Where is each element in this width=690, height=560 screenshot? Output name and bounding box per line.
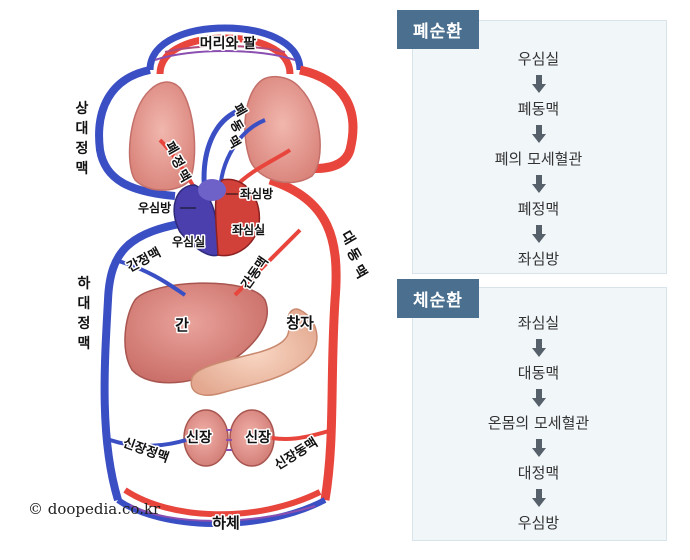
systemic-step-4: 대정맥	[517, 464, 560, 482]
systemic-flow: 좌심실 대동맥 온몸의 모세혈관 대정맥 우심방	[412, 313, 665, 533]
hepatic-artery-vessel	[233, 228, 302, 297]
down-arrow-icon	[412, 219, 665, 249]
systemic-title: 체순환	[397, 279, 479, 318]
down-arrow-icon	[412, 383, 665, 413]
pulmonary-step-3: 폐의 모세혈관	[494, 150, 583, 168]
svg-text:하: 하	[78, 275, 91, 292]
label-intestine: 창자	[286, 314, 314, 332]
label-renal-vein: 신장정맥	[121, 435, 171, 466]
circulatory-system-illustration: 머리와 팔 상 대 정 맥 폐 동 맥 폐 정 맥 좌심방 우심방 좌심실 우심…	[74, 24, 372, 534]
inferior-vena-cava	[100, 218, 191, 502]
superior-vena-cava	[95, 66, 176, 200]
down-arrow-icon	[412, 119, 665, 149]
label-inferior-vena-cava: 하 대 정 맥	[76, 274, 92, 354]
intestine	[190, 308, 318, 396]
label-right-atrium: 우심방	[138, 200, 171, 215]
svg-text:맥: 맥	[78, 335, 91, 352]
svg-text:맥: 맥	[349, 262, 370, 282]
pulmonary-step-1: 우심실	[517, 50, 560, 68]
heart	[173, 178, 261, 257]
pulmonary-step-5: 좌심방	[517, 250, 560, 268]
svg-text:동: 동	[343, 245, 363, 264]
label-lower-body: 하체	[212, 514, 240, 532]
down-arrow-icon	[412, 69, 665, 99]
svg-text:맥: 맥	[76, 160, 89, 177]
pulmonary-step-2: 폐동맥	[517, 100, 560, 118]
down-arrow-icon	[412, 433, 665, 463]
svg-text:대: 대	[337, 228, 357, 247]
renal-vein-vessel	[109, 438, 187, 448]
copyright-credit: © doopedia.co.kr	[28, 500, 161, 518]
down-arrow-icon	[412, 483, 665, 513]
systemic-step-1: 좌심실	[517, 314, 560, 332]
label-left-atrium: 좌심방	[240, 186, 273, 201]
descending-aorta	[268, 175, 341, 501]
pulmonary-flow: 우심실 폐동맥 폐의 모세혈관 폐정맥 좌심방	[412, 49, 665, 269]
down-arrow-icon	[412, 333, 665, 363]
svg-text:정: 정	[78, 315, 91, 332]
svg-text:상: 상	[76, 101, 89, 117]
label-kidney-right: 신장	[245, 429, 271, 446]
pulmonary-title: 폐순환	[397, 10, 479, 49]
svg-text:대: 대	[76, 121, 89, 137]
kidney-bridge-vessels	[226, 429, 232, 451]
label-aorta: 대 동 맥	[336, 227, 372, 283]
svg-text:정: 정	[76, 140, 89, 157]
systemic-step-2: 대동맥	[517, 364, 560, 382]
pulmonary-step-4: 폐정맥	[517, 200, 560, 218]
label-right-ventricle: 우심실	[172, 234, 205, 249]
hepatic-vein-vessel	[114, 258, 187, 297]
systemic-step-5: 우심방	[517, 514, 560, 532]
label-pulmonary-artery: 폐 동 맥	[222, 100, 250, 153]
label-liver: 간	[175, 316, 189, 334]
label-hepatic-artery: 간동맥	[238, 254, 272, 293]
down-arrow-icon	[412, 169, 665, 199]
label-superior-vena-cava: 상 대 정 맥	[74, 100, 90, 179]
label-head-arms: 머리와 팔	[200, 35, 257, 52]
renal-artery-vessel	[271, 428, 333, 441]
lower-body-vessels	[116, 487, 327, 527]
systemic-step-3: 온몸의 모세혈관	[487, 414, 590, 432]
head-arms-vessels	[146, 24, 304, 75]
right-lung	[244, 75, 321, 184]
svg-text:대: 대	[78, 296, 91, 312]
label-kidney-left: 신장	[186, 429, 212, 446]
left-kidney	[183, 409, 229, 467]
label-left-ventricle: 좌심실	[232, 222, 265, 237]
